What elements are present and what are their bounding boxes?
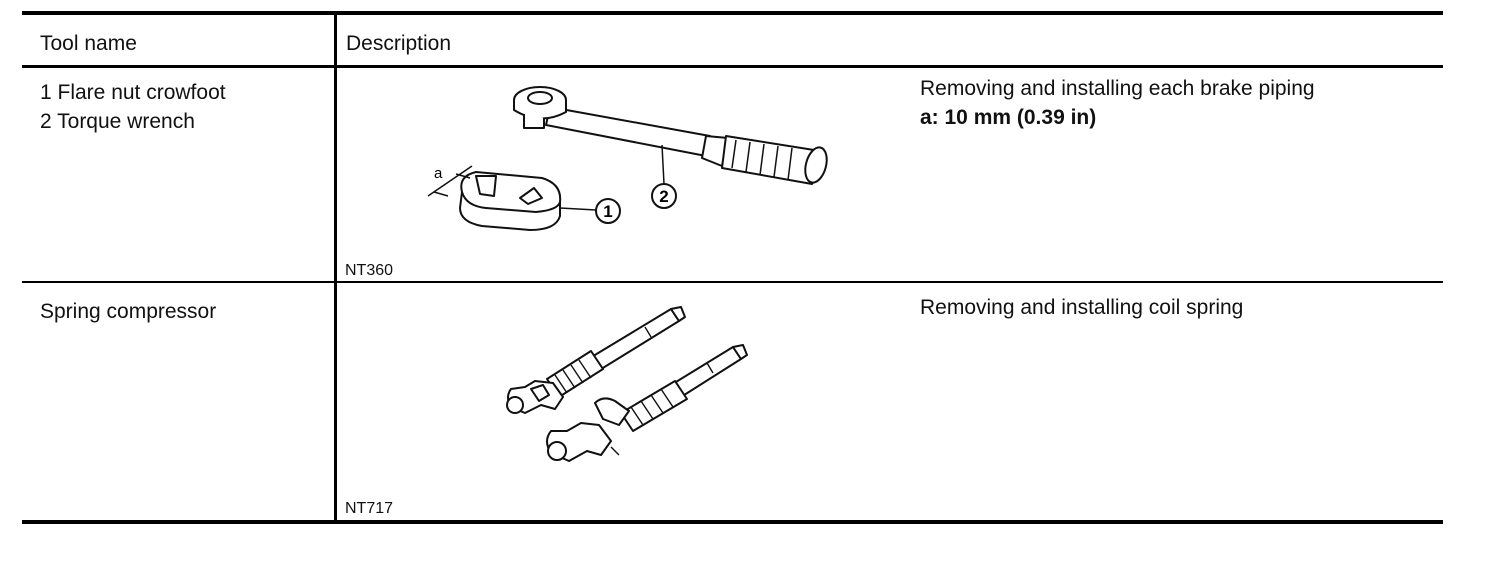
header-tool-name: Tool name: [40, 32, 137, 55]
illustration-code-nt360: NT360: [345, 262, 394, 279]
callout-2-label: 2: [659, 187, 668, 206]
header-bottom-rule: [22, 65, 1443, 68]
column-divider: [334, 14, 337, 521]
row-divider-rule: [22, 281, 1443, 283]
callout-1-label: 1: [603, 202, 612, 221]
illustration-code-nt717: NT717: [345, 500, 394, 517]
table-bottom-rule: [22, 520, 1443, 524]
callout-1-circle: [595, 198, 621, 224]
tool-name-line-2: 2 Torque wrench: [40, 110, 195, 133]
crowfoot-torque-wrench-illustration: 2 a 1: [427, 86, 828, 231]
tool-name-spring-compressor: Spring compressor: [40, 300, 217, 323]
row2-description: Removing and installing coil spring: [920, 296, 1244, 319]
callout-2-circle: [651, 183, 677, 209]
tool-name-line-1: 1 Flare nut crowfoot: [40, 81, 226, 104]
spring-compressor-illustration: [506, 306, 748, 462]
dimension-a-label: a: [434, 165, 443, 182]
row1-description: Removing and installing each brake pipin…: [920, 77, 1315, 100]
table-top-rule: [22, 11, 1443, 15]
header-description: Description: [346, 32, 452, 55]
row1-spec: a: 10 mm (0.39 in): [920, 106, 1097, 129]
